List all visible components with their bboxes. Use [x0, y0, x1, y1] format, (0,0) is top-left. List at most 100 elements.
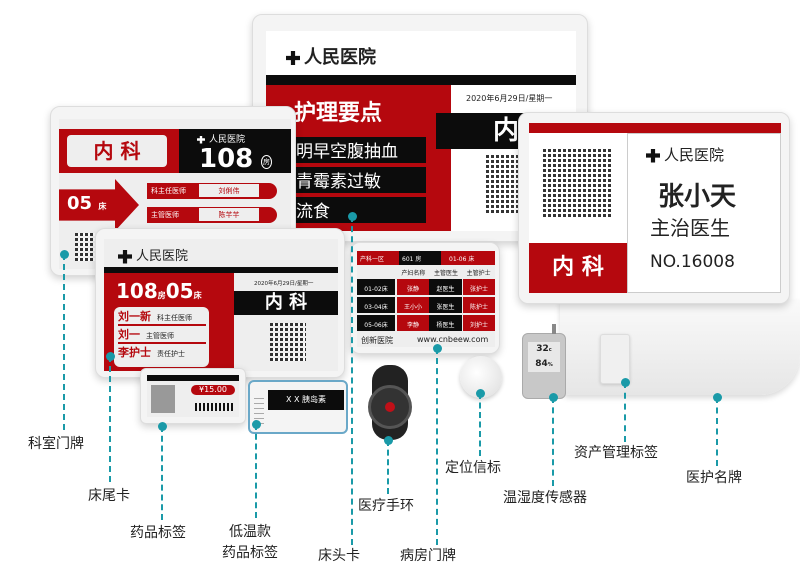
- doctor-row: 科主任医师刘俐伟: [147, 183, 277, 199]
- divider-bar: [104, 267, 338, 273]
- room-number: 108: [116, 279, 158, 303]
- label-asset: 资产管理标签: [574, 445, 658, 461]
- bed-number-text: 05: [67, 193, 93, 214]
- callout-line: [161, 426, 163, 520]
- bed-unit: 床: [193, 291, 202, 300]
- hospital-text: 人民医院: [209, 135, 246, 145]
- ward-cell: 刘护士: [463, 315, 495, 331]
- staff-row: 刘一新科主任医师: [118, 309, 206, 326]
- ward-header: 主管护士: [466, 270, 491, 277]
- label-bedside: 床头卡: [318, 548, 360, 564]
- hospital-logo-icon: [646, 148, 660, 163]
- badge-dept: 内 科: [529, 243, 627, 293]
- ward-room-unit: 房: [415, 256, 422, 263]
- staff-title: 主治医生: [650, 216, 730, 240]
- badge-stand: [560, 300, 800, 395]
- doctor-row: 主管医师 陈芊芊: [147, 207, 277, 223]
- bed-end-device: 人民医院 108房05床 刘一新科主任医师刘一主管医师李护士责任护士 2020年…: [95, 228, 345, 378]
- label-wristband: 医疗手环: [358, 498, 414, 514]
- ward-cell: 李静: [397, 315, 429, 331]
- bed-end-hospital: 人民医院: [118, 245, 188, 264]
- cold-label-lines: [254, 394, 264, 424]
- ward-header: 产妇名称: [401, 270, 426, 277]
- drug-label-header: [147, 375, 239, 381]
- ward-footer-logo: 创新医院: [361, 336, 393, 345]
- ward-headers: 产妇名称主管医生 主管护士: [397, 268, 495, 277]
- staff-name: 李护士: [118, 346, 151, 359]
- ward-door-device: 产科一区 601 房 01-06 床 产妇名称主管医生主管护士 01-02床张静…: [350, 242, 500, 354]
- callout-line: [255, 424, 257, 518]
- bed-number: 05 床: [67, 193, 106, 214]
- drug-image: [151, 385, 175, 413]
- nursing-item: 明早空腹抽血: [294, 137, 426, 163]
- sensor-temp: 32c: [528, 342, 560, 357]
- ward-url: www.cnbeew.com: [417, 335, 489, 344]
- bed-end-screen: 人民医院 108房05床 刘一新科主任医师刘一主管医师李护士责任护士 2020年…: [104, 239, 338, 371]
- staff-name: 刘一: [118, 328, 140, 341]
- bed-end-dept: 内 科: [234, 291, 338, 315]
- ward-header: 主管医生: [433, 270, 458, 277]
- qr-code: [270, 323, 306, 361]
- staff-role: 主管医师: [146, 332, 174, 340]
- nursing-board-screen: 人民医院 护理要点 明早空腹抽血 青霉素过敏 流食 2020年6月29日/星期一…: [266, 31, 576, 231]
- room-panel: 人民医院 108 房: [179, 129, 291, 174]
- room-unit: 房: [157, 291, 166, 300]
- ward-cell: 张医生: [429, 297, 462, 313]
- asset-tag: [600, 334, 630, 384]
- temp-humidity-sensor: 32c 84%: [522, 333, 566, 399]
- label-cold-line1: 低温款: [229, 524, 271, 540]
- callout-line: [351, 216, 353, 545]
- bed-unit: 床: [98, 202, 107, 211]
- staff-role: 科主任医师: [157, 314, 192, 322]
- label-cold-line2: 药品标签: [222, 545, 278, 561]
- badge-right: 人民医院 张小天 主治医生 NO.16008: [627, 133, 781, 293]
- hospital-logo-icon: [197, 135, 205, 144]
- nursing-panel: 护理要点 明早空腹抽血 青霉素过敏 流食: [266, 85, 451, 231]
- ward-room-number: 601: [402, 256, 414, 263]
- drug-price: ¥15.00: [191, 385, 235, 395]
- ward-cell: 王小小: [397, 297, 429, 313]
- ward-room: 601 房: [399, 251, 441, 265]
- ward-cell: 05-06床: [357, 315, 395, 331]
- staff-name: 刘一新: [118, 310, 151, 323]
- callout-line: [63, 254, 65, 430]
- hospital-name: 人民医院: [286, 43, 376, 69]
- label-beacon: 定位信标: [445, 460, 501, 476]
- barcode: [195, 403, 233, 411]
- nursing-title: 护理要点: [294, 101, 383, 126]
- room-unit: 房: [261, 155, 272, 169]
- staff-list: 刘一新科主任医师刘一主管医师李护士责任护士: [114, 307, 209, 367]
- callout-line: [387, 440, 389, 494]
- temp-value: 32: [536, 344, 549, 354]
- hospital-logo-icon: [118, 249, 132, 264]
- room-number: 108: [199, 144, 254, 174]
- hospital-logo-icon: [286, 51, 300, 65]
- sensor-display: 32c 84%: [528, 342, 560, 372]
- nursing-item: 青霉素过敏: [294, 167, 426, 193]
- callout-line: [716, 397, 718, 466]
- doctor-name: 陈芊芊: [199, 208, 259, 221]
- ward-area: 产科一区: [357, 251, 399, 265]
- doctor-role: 主管医师: [151, 211, 179, 219]
- ward-cell: 杨医生: [429, 315, 462, 331]
- ward-cell: 张静: [397, 279, 429, 295]
- badge-hospital: 人民医院: [646, 144, 724, 165]
- ward-cell: 陈护士: [463, 297, 495, 313]
- nursing-item: 流食: [294, 197, 426, 223]
- label-cold: 低温款药品标签: [222, 522, 278, 564]
- drug-label-device: ¥15.00: [140, 368, 246, 424]
- bed-end-room-bed: 108房05床: [116, 279, 202, 303]
- ward-cell: 03-04床: [357, 297, 395, 313]
- board-date: 2020年6月29日/星期一: [466, 94, 553, 103]
- staff-badge-device: 内 科 人民医院 张小天 主治医生 NO.16008: [518, 112, 790, 304]
- callout-line: [436, 348, 438, 545]
- staff-row: 刘一主管医师: [118, 327, 206, 344]
- doctor-role: 科主任医师: [151, 187, 186, 195]
- cold-label-device: X X 胰岛素: [248, 380, 348, 434]
- sensor-humidity: 84%: [528, 357, 560, 372]
- hospital-text: 人民医院: [304, 47, 376, 68]
- sensor-antenna: [552, 324, 556, 334]
- temp-unit: c: [548, 347, 552, 353]
- staff-badge-screen: 内 科 人民医院 张小天 主治医生 NO.16008: [529, 123, 781, 293]
- callout-line: [624, 382, 626, 442]
